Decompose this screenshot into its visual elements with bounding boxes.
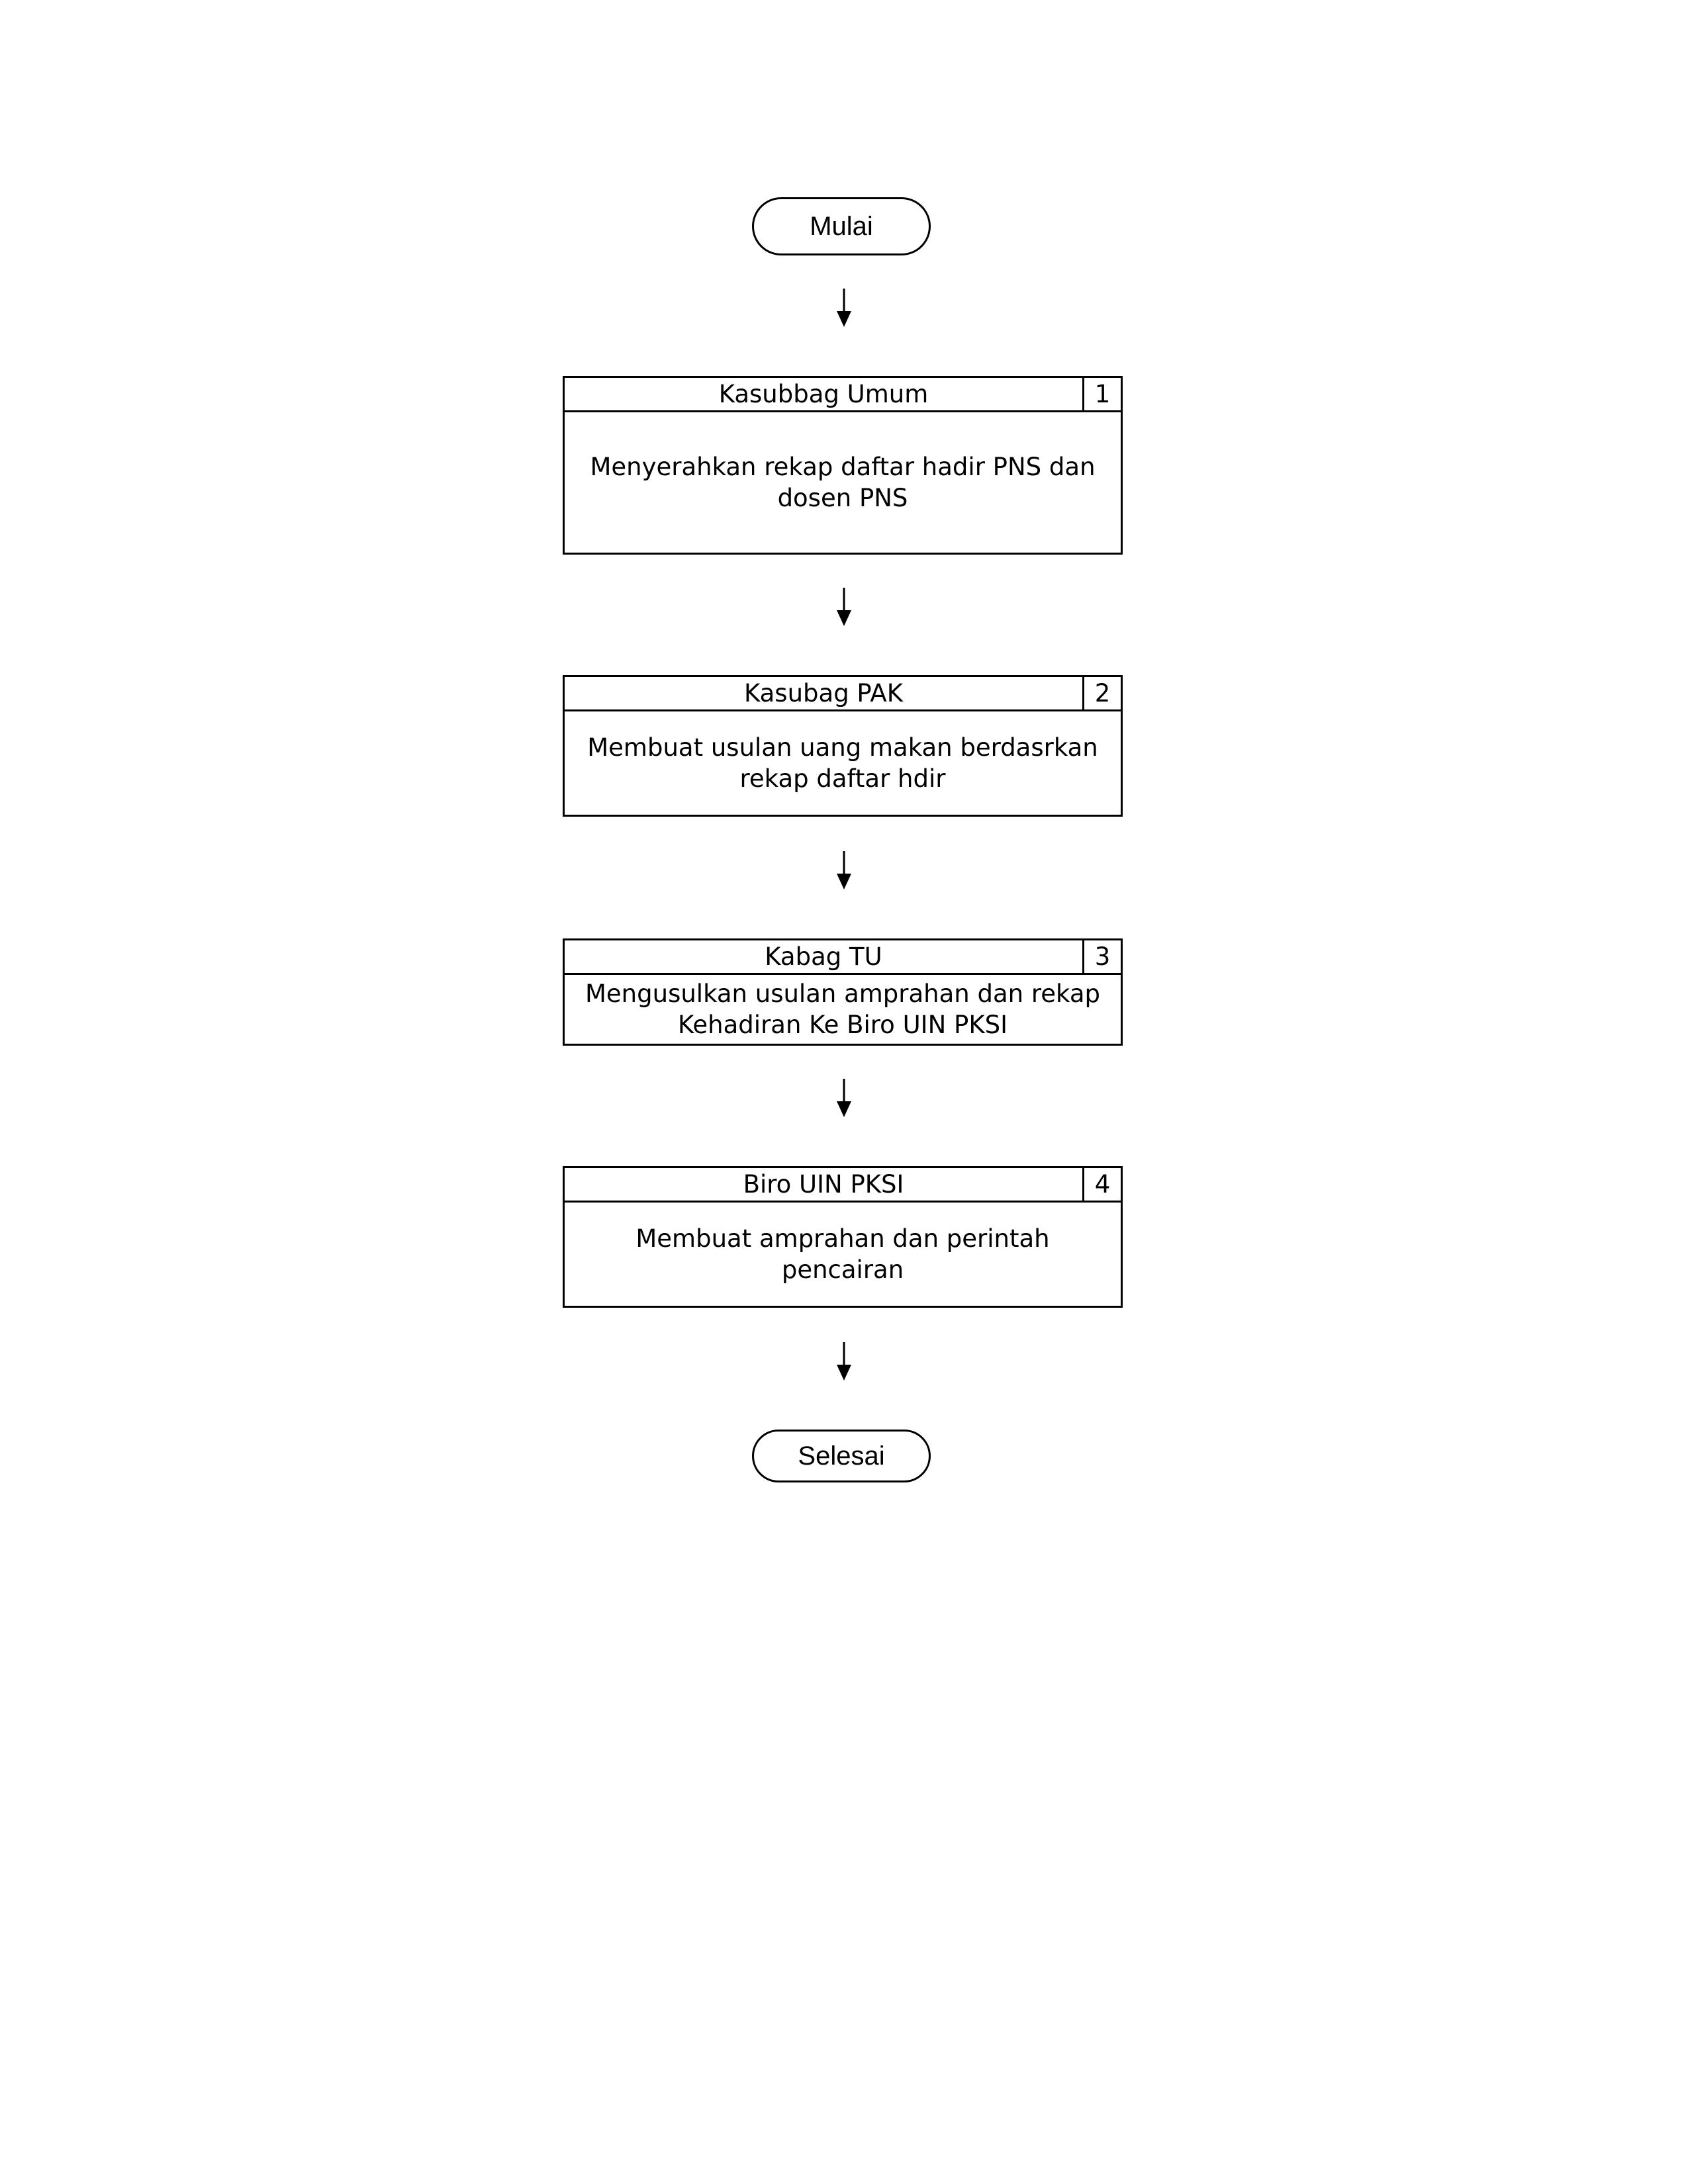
step-role: Kasubag PAK [744, 679, 903, 707]
arrow-down-icon [837, 1079, 851, 1117]
step-role: Biro UIN PKSI [743, 1170, 904, 1199]
step-role: Kasubbag Umum [718, 380, 929, 408]
step-number: 1 [1082, 378, 1121, 410]
step-header: Kasubbag Umum 1 [565, 378, 1121, 412]
step-role: Kabag TU [765, 942, 882, 971]
start-label: Mulai [810, 211, 873, 241]
start-terminal: Mulai [752, 197, 931, 255]
arrow-down-icon [837, 588, 851, 626]
process-step-3: Kabag TU 3 Mengusulkan usulan amprahan d… [563, 938, 1123, 1046]
step-description: Membuat amprahan dan perintah pencairan [635, 1224, 1050, 1284]
step-header: Kabag TU 3 [565, 940, 1121, 975]
step-description: Menyerahkan rekap daftar hadir PNS dan d… [590, 453, 1096, 512]
step-header: Kasubag PAK 2 [565, 677, 1121, 711]
step-header: Biro UIN PKSI 4 [565, 1168, 1121, 1203]
end-terminal: Selesai [752, 1430, 931, 1482]
end-label: Selesai [798, 1441, 885, 1471]
step-description: Mengusulkan usulan amprahan dan rekap Ke… [585, 979, 1100, 1039]
arrow-down-icon [837, 289, 851, 327]
step-description: Membuat usulan uang makan berdasrkan rek… [587, 733, 1098, 793]
step-number: 2 [1082, 677, 1121, 709]
process-step-2: Kasubag PAK 2 Membuat usulan uang makan … [563, 675, 1123, 817]
arrow-down-icon [837, 1342, 851, 1381]
step-number: 4 [1082, 1168, 1121, 1201]
process-step-4: Biro UIN PKSI 4 Membuat amprahan dan per… [563, 1166, 1123, 1308]
arrow-down-icon [837, 851, 851, 889]
step-number: 3 [1082, 940, 1121, 973]
process-step-1: Kasubbag Umum 1 Menyerahkan rekap daftar… [563, 376, 1123, 555]
